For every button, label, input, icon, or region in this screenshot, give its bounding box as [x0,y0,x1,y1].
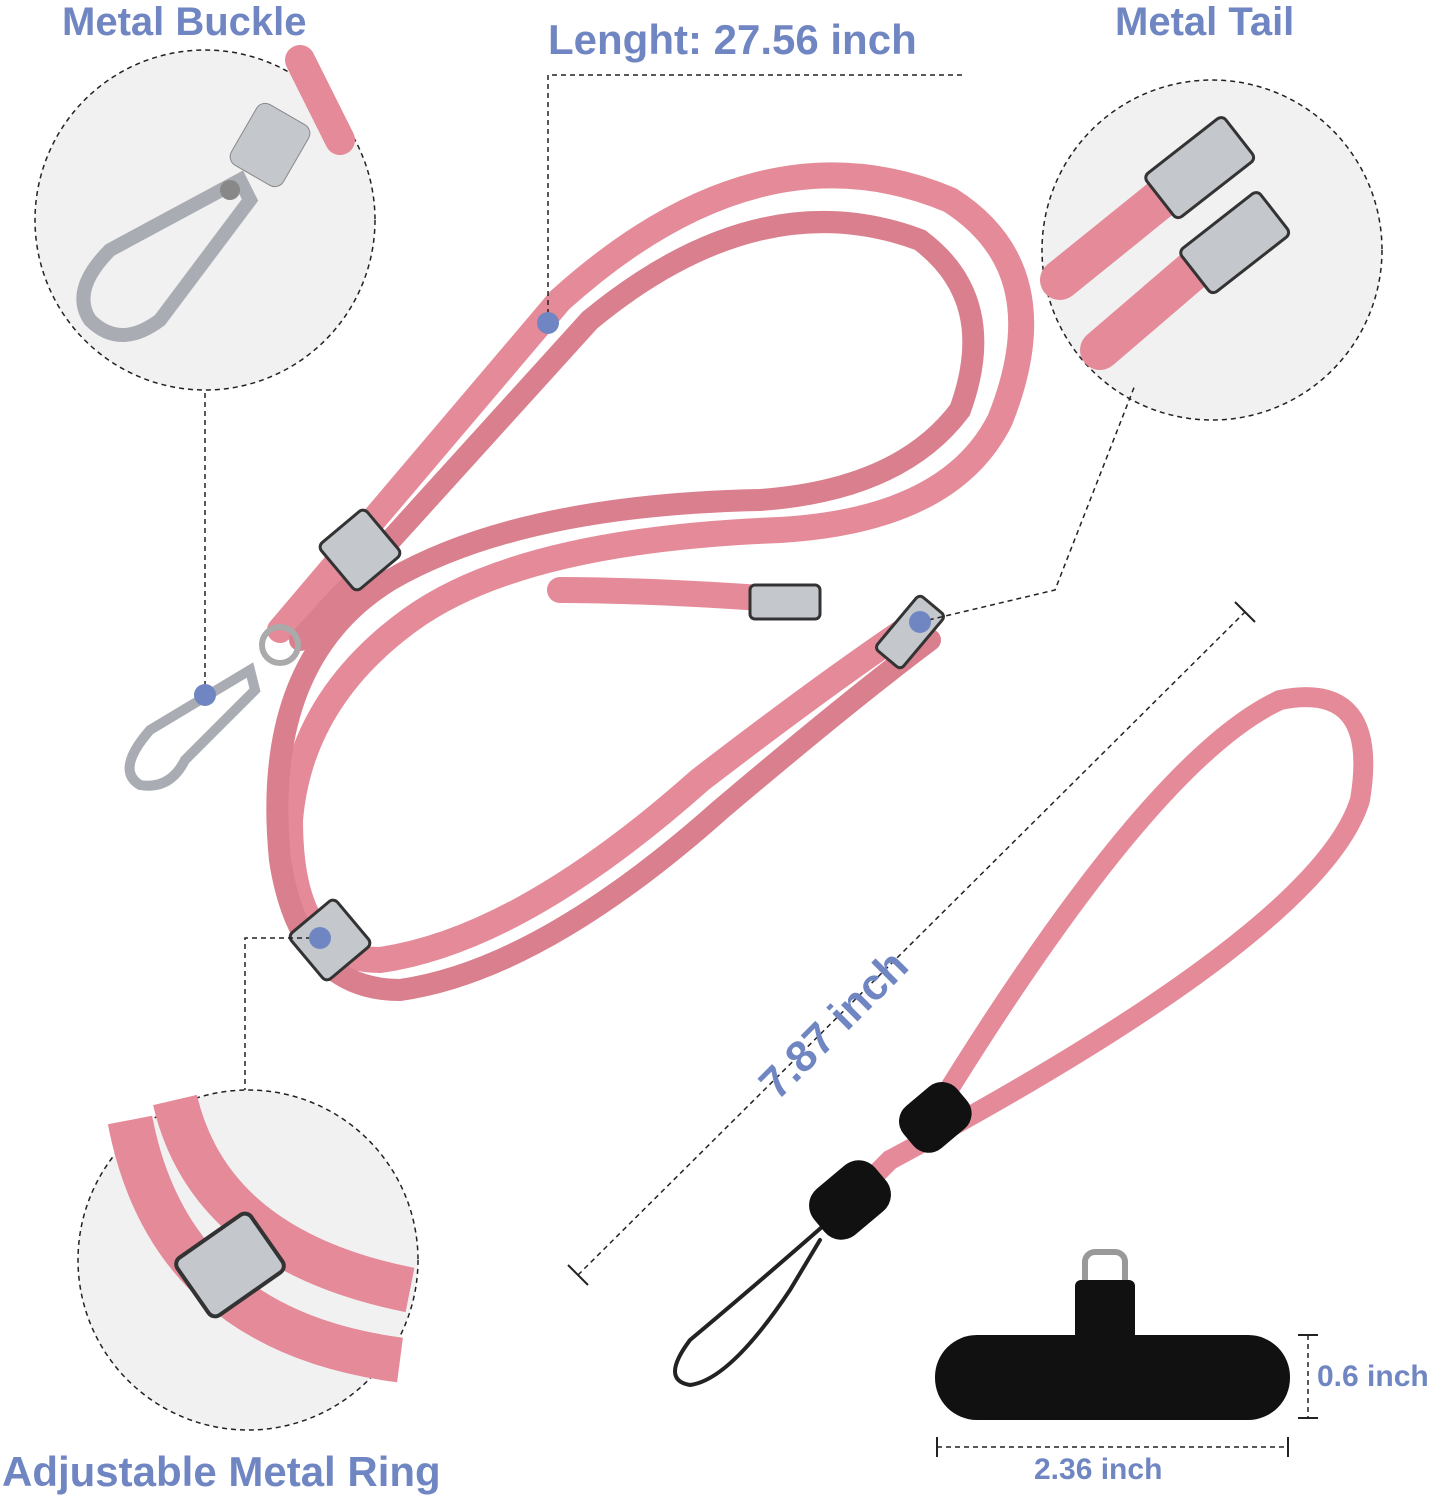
callout-dots [194,312,931,949]
label-patch-height: 0.6 inch [1317,1360,1429,1393]
adjust-ring [318,508,402,592]
long-lanyard [266,162,1035,1002]
dimension-ticks [567,601,1318,1457]
callout-lines [204,74,1309,1448]
metal-tail [748,583,822,621]
label-patch-width: 2.36 inch [1034,1453,1163,1486]
label-length: Lenght: 27.56 inch [548,16,917,63]
detail-circle-ring [77,1089,419,1431]
detail-circle-tail [1040,79,1383,421]
buckle-clip [124,624,301,791]
label-metal-buckle: Metal Buckle [62,0,307,44]
label-metal-tail: Metal Tail [1115,0,1295,44]
wrist-strap [673,687,1374,1388]
detail-circle-buckle [34,45,376,391]
phone-patch [935,1249,1290,1420]
label-adjustable-ring: Adjustable Metal Ring [2,1448,441,1495]
